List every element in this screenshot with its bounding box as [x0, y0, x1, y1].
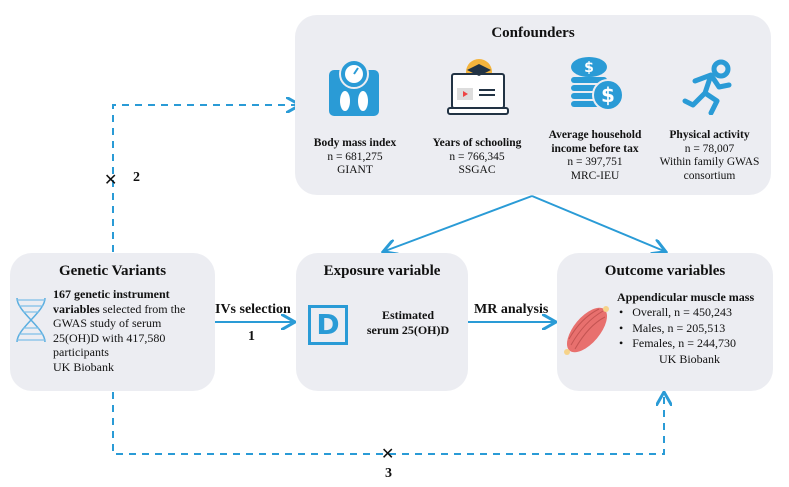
- svg-text:$: $: [584, 60, 594, 76]
- cross-icon-path-3: ✕: [381, 444, 395, 463]
- genetic-variants-description: 167 genetic instrument variables selecte…: [53, 287, 186, 374]
- arrow-confounder-exposure: [385, 195, 533, 251]
- dna-icon: [16, 297, 46, 343]
- arrow-confounder-outcome: [531, 195, 664, 251]
- path-2-number: 2: [133, 170, 140, 185]
- path-3-number: 3: [385, 466, 392, 481]
- confounder-schooling: Years of schooling n = 766,345 SSGAC: [432, 137, 522, 176]
- ivs-selection-number: 1: [248, 329, 255, 344]
- outcome-subtitle: Appendicular muscle mass: [617, 290, 755, 304]
- genetic-variants-title: Genetic Variants: [58, 263, 167, 279]
- outcome-list: • Overall, n = 450,243 • Males, n = 205,…: [619, 305, 736, 367]
- outcome-title: Outcome variables: [604, 263, 726, 279]
- running-person-icon: [682, 59, 732, 115]
- outcome-item: • Males, n = 205,513: [619, 320, 726, 335]
- confounder-bmi: Body mass index n = 681,275 GIANT: [313, 137, 397, 176]
- confounder-income: Average household income before tax n = …: [548, 129, 642, 182]
- exposure-variable-box: Exposure variable D Estimated serum 25(O…: [296, 253, 468, 391]
- coins-dollar-icon: $ $: [571, 57, 624, 111]
- outcome-item: • Females, n = 244,730: [619, 336, 736, 350]
- dashed-path-3: [112, 392, 664, 455]
- laptop-graduation-icon: [447, 59, 509, 115]
- dashed-path-2: [112, 105, 298, 252]
- outcome-item: • Overall, n = 450,243: [619, 305, 732, 319]
- outcome-source: UK Biobank: [659, 351, 720, 366]
- confounders-box: Confounders $ $ Body mass index n: [295, 15, 771, 195]
- confounders-title: Confounders: [491, 25, 575, 41]
- confounder-physical-activity: Physical activity n = 78,007 Within fami…: [659, 129, 760, 182]
- outcome-variables-box: Outcome variables Appendicular muscle ma…: [557, 253, 773, 391]
- mr-analysis-label: MR analysis: [474, 302, 549, 317]
- scale-icon: [329, 59, 379, 116]
- exposure-label: Estimated serum 25(OH)D: [366, 308, 450, 337]
- ivs-selection-label: IVs selection: [215, 302, 291, 317]
- exposure-title: Exposure variable: [323, 263, 441, 279]
- svg-text:$: $: [601, 83, 615, 107]
- vitamin-d-icon: D: [308, 305, 348, 345]
- cross-icon-path-2: ✕: [104, 170, 118, 189]
- genetic-variants-box: Genetic Variants 167 genetic instrument …: [10, 253, 215, 391]
- muscle-icon: [564, 306, 609, 355]
